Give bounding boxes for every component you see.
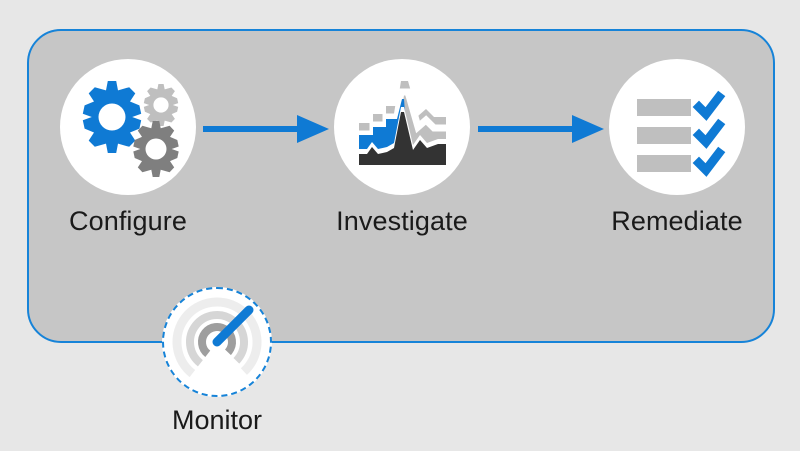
step-configure[interactable]: Configure bbox=[53, 59, 203, 237]
arrow-configure-to-investigate bbox=[203, 112, 329, 146]
arrow-right-icon bbox=[478, 115, 604, 143]
radar-gauge-icon bbox=[172, 297, 262, 387]
step-remediate-label: Remediate bbox=[611, 206, 743, 236]
step-investigate-label: Investigate bbox=[336, 206, 468, 236]
arrow-right-icon bbox=[203, 115, 329, 143]
step-monitor[interactable]: Monitor bbox=[155, 287, 279, 436]
arrow-investigate-to-remediate bbox=[478, 112, 604, 146]
step-monitor-label: Monitor bbox=[171, 405, 263, 435]
step-monitor-icon-circle bbox=[162, 287, 272, 397]
checklist-icon bbox=[637, 90, 726, 177]
area-chart-icon bbox=[359, 81, 446, 165]
step-configure-icon-circle bbox=[60, 59, 196, 195]
step-configure-label: Configure bbox=[69, 206, 187, 236]
gears-icon bbox=[82, 81, 179, 177]
step-remediate-icon-circle bbox=[609, 59, 745, 195]
step-remediate[interactable]: Remediate bbox=[602, 59, 752, 237]
step-investigate-icon-circle bbox=[334, 59, 470, 195]
step-investigate[interactable]: Investigate bbox=[327, 59, 477, 237]
